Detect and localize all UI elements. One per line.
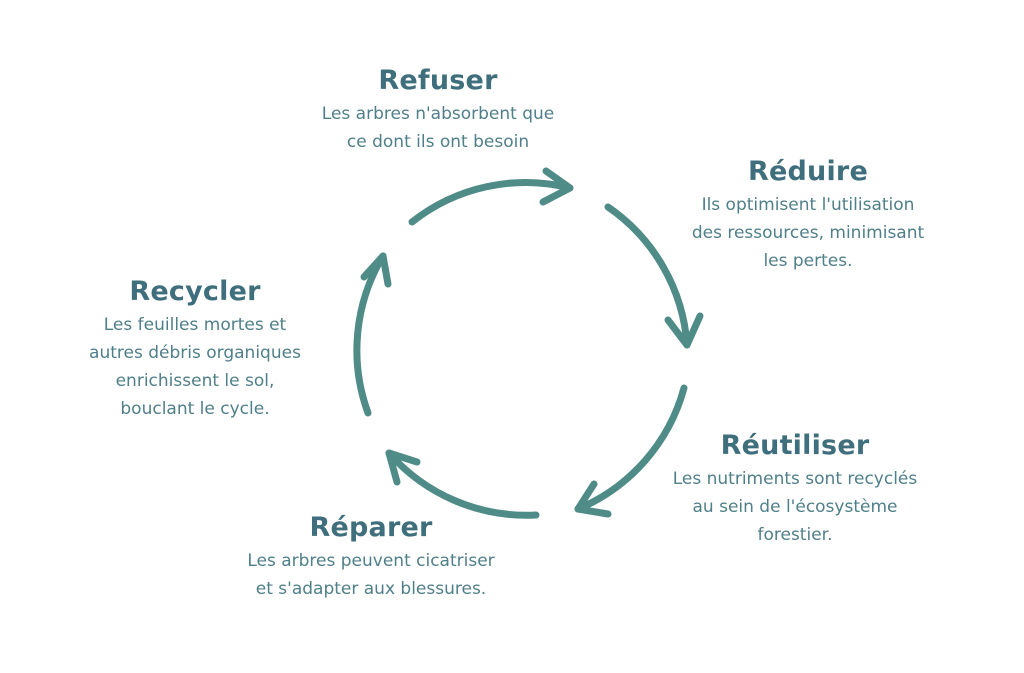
cycle-arrow-right — [604, 203, 704, 349]
description-line: ce dont ils ont besoin — [346, 132, 530, 152]
description-line: Les nutriments sont recyclés — [672, 469, 918, 489]
description-line: au sein de l'écosystème — [692, 497, 898, 517]
stage-description: Les arbres n'absorbent que ce dont ils o… — [322, 100, 554, 156]
description-line: des ressources, minimisant — [691, 223, 925, 243]
description-line: forestier. — [757, 525, 833, 545]
stage-description: Les feuilles mortes et autres débris org… — [89, 311, 301, 423]
stage-reparer: Réparer Les arbres peuvent cicatriser et… — [247, 511, 494, 603]
stage-refuser: Refuser Les arbres n'absorbent que ce do… — [322, 64, 554, 156]
description-line: enrichissent le sol, — [115, 371, 275, 391]
cycle-arrow-top — [408, 167, 574, 226]
description-line: et s'adapter aux blessures. — [255, 579, 487, 599]
cycle-arrow-bottom-right — [574, 384, 688, 518]
stage-title: Réutiliser — [720, 430, 870, 461]
stage-title: Refuser — [378, 65, 498, 96]
stage-title: Réparer — [309, 512, 433, 543]
stage-title: Réduire — [748, 156, 868, 187]
description-line: Ils optimisent l'utilisation — [701, 195, 915, 215]
stage-recycler: Recycler Les feuilles mortes et autres d… — [89, 275, 301, 423]
description-line: Les arbres n'absorbent que — [321, 104, 555, 124]
description-line: bouclant le cycle. — [120, 399, 270, 419]
stage-description: Les arbres peuvent cicatriser et s'adapt… — [247, 547, 494, 603]
stage-reduire: Réduire Ils optimisent l'utilisation des… — [692, 155, 924, 275]
stage-description: Les nutriments sont recyclés au sein de … — [673, 465, 918, 549]
description-line: les pertes. — [763, 251, 853, 271]
cycle-arrow-bottom-left — [385, 449, 540, 519]
description-line: Les feuilles mortes et — [103, 315, 287, 335]
description-line: Les arbres peuvent cicatriser — [247, 551, 495, 571]
stage-reutiliser: Réutiliser Les nutriments sont recyclés … — [673, 429, 918, 549]
stage-title: Recycler — [129, 276, 261, 307]
stage-description: Ils optimisent l'utilisation des ressour… — [692, 191, 924, 275]
description-line: autres débris organiques — [89, 343, 301, 363]
cycle-arrow-left — [353, 252, 392, 417]
